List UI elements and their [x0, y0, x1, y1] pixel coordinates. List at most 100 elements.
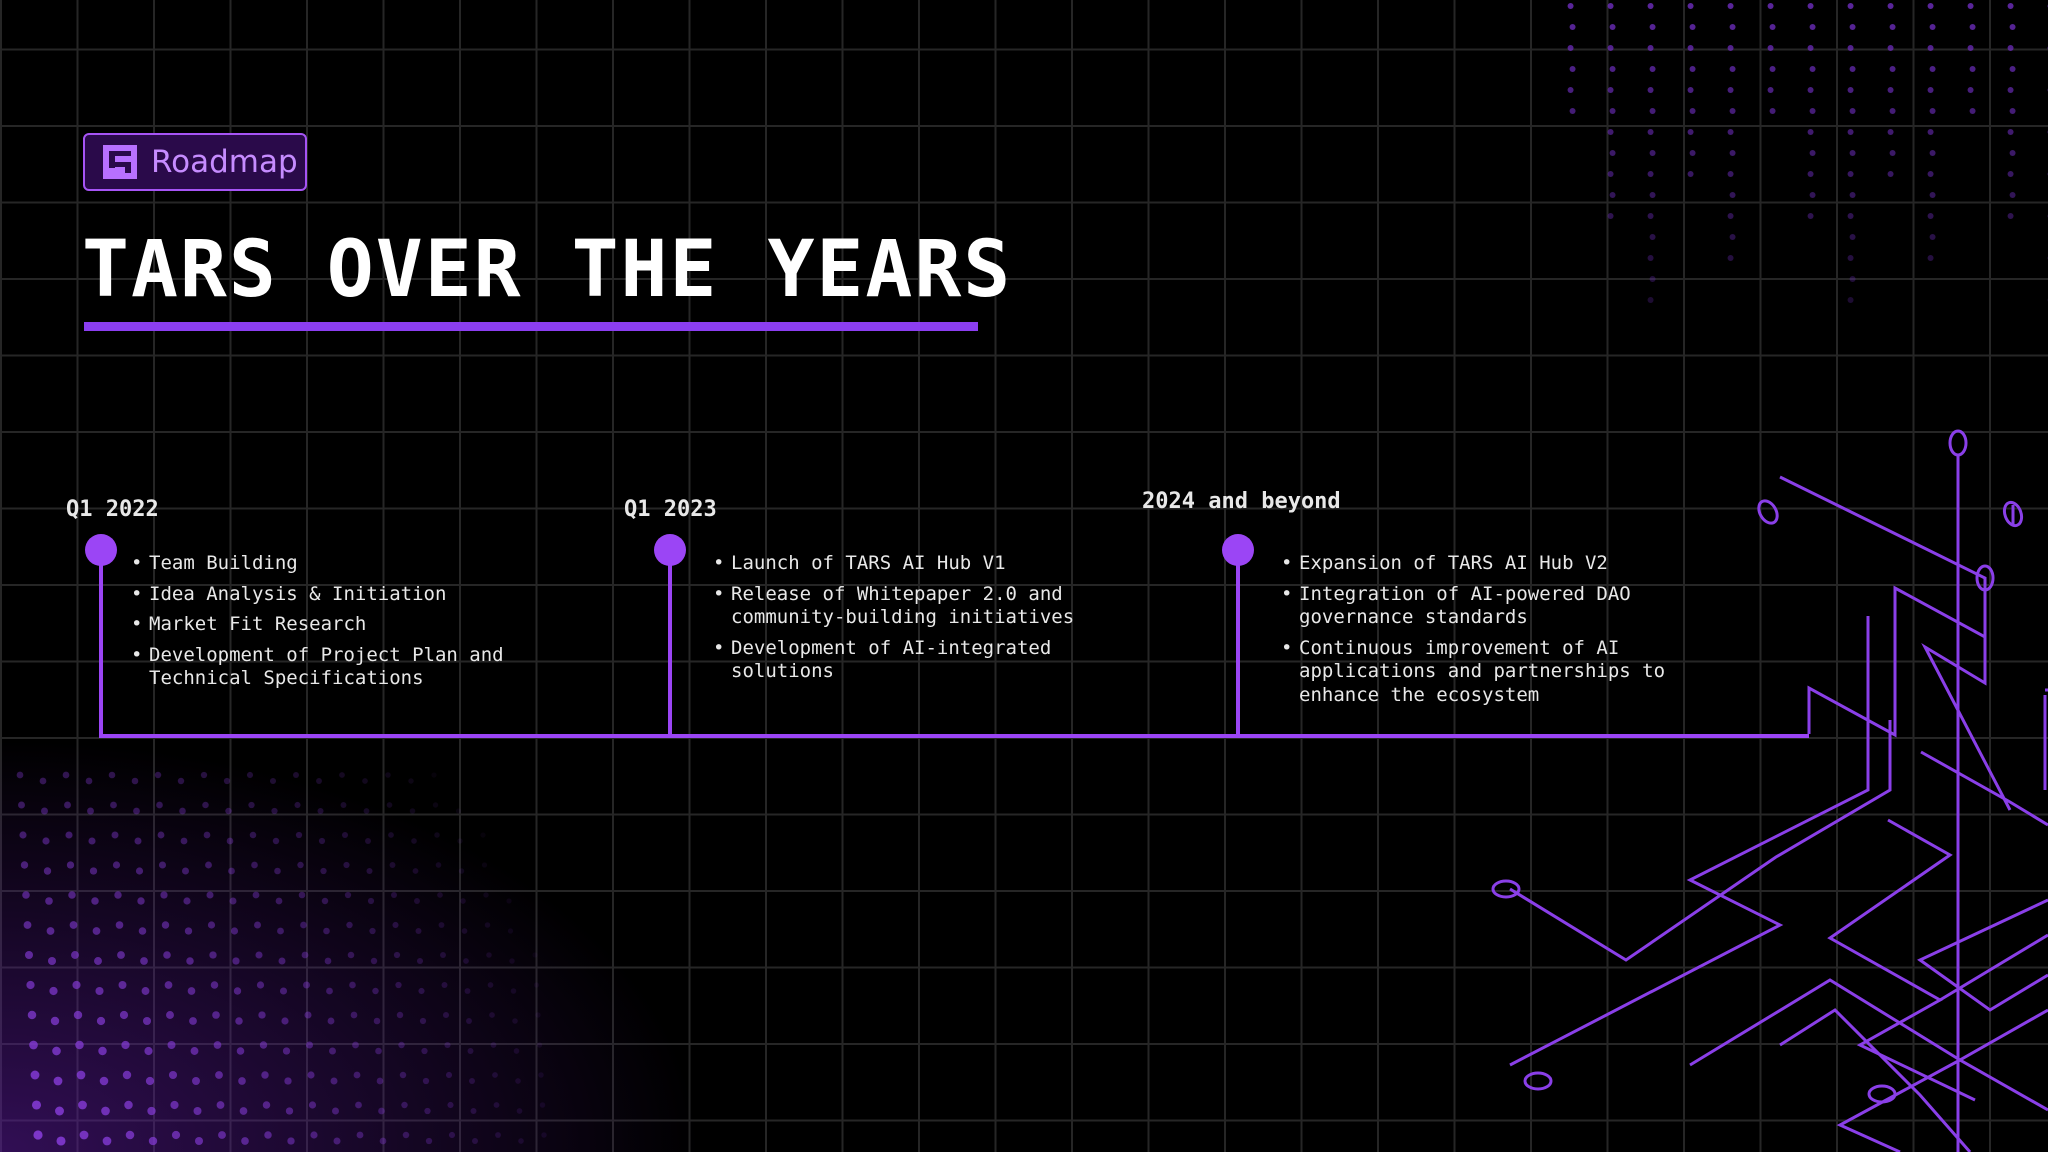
- decor-dot: [259, 1041, 268, 1049]
- decor-dot: [177, 777, 185, 785]
- decor-dot: [1607, 213, 1614, 219]
- decor-dot: [411, 838, 417, 844]
- decor-dot: [285, 1107, 294, 1115]
- decor-dot: [88, 837, 96, 845]
- decor-dot: [2009, 108, 2016, 114]
- decor-dot: [69, 921, 78, 929]
- decor-dot: [419, 1017, 427, 1025]
- decor-dot: [388, 832, 394, 838]
- decor-dot: [1727, 87, 1734, 93]
- decor-dot: [20, 861, 29, 869]
- decor-dot: [115, 921, 124, 929]
- decor-dot: [26, 980, 35, 990]
- decor-dot: [1689, 24, 1696, 30]
- decor-dot: [258, 1011, 266, 1019]
- decor-dot: [225, 807, 232, 815]
- decor-dot: [460, 898, 466, 904]
- decor-dot: [300, 921, 307, 929]
- decor-dot: [1929, 192, 1936, 198]
- decor-dot: [321, 897, 329, 905]
- decor-dot: [76, 1070, 86, 1080]
- decor-dot: [1927, 213, 1934, 219]
- title-underline: [84, 322, 978, 331]
- decor-dot: [187, 987, 196, 995]
- decor-dot: [49, 986, 58, 996]
- decor-dot: [1609, 66, 1616, 72]
- decor-dot: [471, 1137, 479, 1145]
- decor-dot: [108, 771, 116, 779]
- decor-dot: [1649, 192, 1656, 198]
- decor-dot: [415, 927, 422, 935]
- decor-dot: [1647, 297, 1654, 303]
- decor-dot: [307, 1071, 315, 1079]
- decor-dot: [490, 1042, 497, 1048]
- decor-dot: [327, 1017, 335, 1025]
- decor-dot: [264, 1131, 272, 1139]
- decor-dot: [252, 891, 260, 899]
- decor-dot: [2009, 24, 2016, 30]
- decor-dot: [495, 1132, 501, 1138]
- decor-dot: [412, 868, 419, 874]
- decor-dot: [23, 921, 32, 929]
- decor-dot: [484, 922, 491, 928]
- decor-dot: [350, 1011, 358, 1019]
- list-item: Expansion of TARS AI Hub V2: [1281, 552, 1681, 576]
- decor-dot: [442, 1011, 450, 1019]
- decor-dot: [447, 1101, 454, 1109]
- decor-dot: [1967, 45, 1974, 51]
- decor-dot: [440, 952, 446, 958]
- decor-dot: [353, 1071, 361, 1079]
- decor-dot: [507, 928, 514, 934]
- decor-dot: [1809, 192, 1816, 198]
- decor-dot: [1649, 150, 1656, 156]
- decor-dot: [1849, 150, 1856, 156]
- decor-dot: [402, 1131, 410, 1139]
- timeline-stem: [99, 558, 103, 738]
- decor-dot: [56, 1136, 66, 1146]
- decor-dot: [409, 808, 416, 814]
- decor-dot: [193, 1106, 202, 1116]
- phase-label-2024-and-beyond: 2024 and beyond: [1142, 489, 1341, 514]
- decor-dot: [1927, 3, 1934, 9]
- decor-dot: [1807, 45, 1814, 51]
- decor-dot: [92, 927, 101, 935]
- decor-dot: [1729, 108, 1736, 114]
- timeline-baseline: [99, 734, 1809, 738]
- decor-dot: [134, 837, 142, 845]
- decor-dot: [2007, 3, 2014, 9]
- decor-dot: [1809, 108, 1816, 114]
- decor-dot: [246, 771, 254, 779]
- decor-dot: [340, 802, 347, 808]
- decor-dot: [316, 778, 322, 784]
- list-item: Integration of AI-powered DAO governance…: [1281, 583, 1681, 630]
- decor-dot: [352, 1041, 359, 1049]
- decor-dot: [1767, 3, 1774, 9]
- decor-dot: [226, 837, 234, 845]
- decor-dot: [1729, 150, 1736, 156]
- decor-dot: [277, 927, 284, 935]
- decor-dot: [52, 1046, 61, 1056]
- decor-dot: [515, 1078, 521, 1084]
- decor-dot: [157, 831, 165, 839]
- phase-label-q1-2022: Q1 2022: [66, 497, 159, 522]
- decor-dot: [421, 1047, 428, 1055]
- decor-dot: [154, 771, 162, 779]
- decor-dot: [282, 1047, 291, 1055]
- decor-dot: [466, 1018, 472, 1024]
- decor-dot: [376, 1077, 384, 1085]
- decor-dot: [1607, 45, 1614, 51]
- decor-dot: [272, 837, 280, 845]
- decor-dot: [99, 1076, 109, 1086]
- decor-dot: [1809, 24, 1816, 30]
- decor-dot: [29, 1040, 38, 1050]
- decor-dot: [1689, 150, 1696, 156]
- decor-dot: [101, 1106, 110, 1116]
- decor-dot: [1969, 108, 1976, 114]
- decor-dot: [461, 928, 468, 934]
- decor-dot: [1569, 24, 1576, 30]
- decor-dot: [111, 831, 119, 839]
- roadmap-badge: Roadmap: [83, 133, 307, 191]
- timeline-stem: [1236, 558, 1240, 738]
- decor-dot: [1647, 171, 1654, 177]
- decor-dot: [509, 958, 515, 964]
